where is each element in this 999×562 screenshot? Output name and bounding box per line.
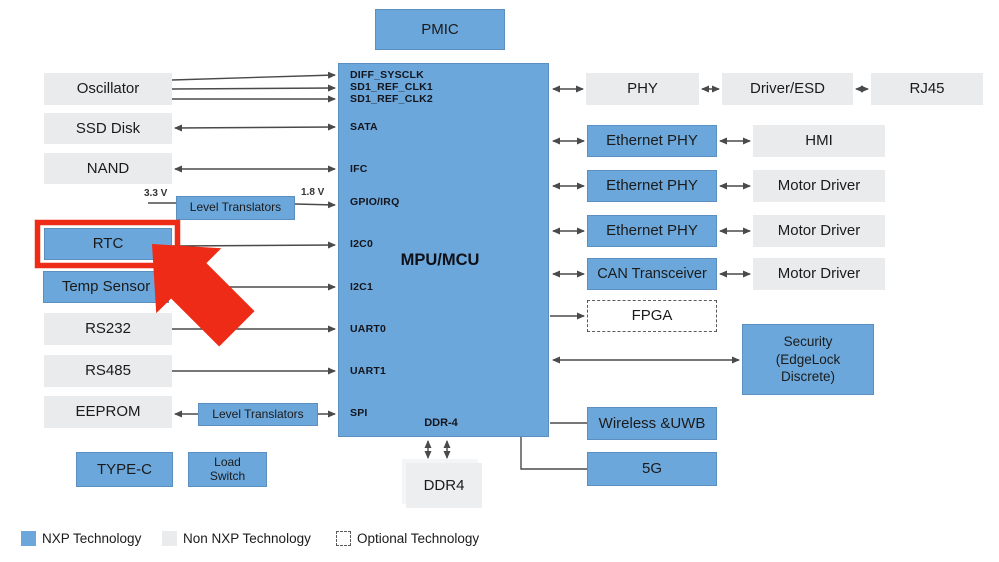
connector-oscillator-sd1-ref-clk1 xyxy=(171,84,336,92)
block-ethernet-phy-3: Ethernet PHY xyxy=(587,215,717,247)
block-rj45: RJ45 xyxy=(871,73,983,105)
mpu-pin-uart0: UART0 xyxy=(350,323,387,335)
block-type-c: TYPE-C xyxy=(76,452,173,487)
legend-label-non-nxp: Non NXP Technology xyxy=(183,531,311,546)
mpu-pin-diff-sysclk: DIFF_SYSCLK xyxy=(350,69,424,81)
block-motor-driver-1: Motor Driver xyxy=(753,170,885,202)
mpu-mcu-label: MPU/MCU xyxy=(400,251,480,269)
block-security: Security (EdgeLock Discrete) xyxy=(775,334,841,385)
block-temp-sensor: Temp Sensor xyxy=(43,271,169,303)
block-level-translators-top: Level Translators xyxy=(176,196,295,220)
connector-oscillator-diff-sysclk xyxy=(171,71,336,81)
block-wireless-uwb: Wireless &UWB xyxy=(587,407,717,440)
block-phy: PHY xyxy=(586,73,699,105)
mpu-pin-uart1: UART1 xyxy=(350,365,387,377)
block-rtc[interactable]: RTC xyxy=(44,228,172,260)
mpu-pin-gpio-irq: GPIO/IRQ xyxy=(350,196,400,208)
block-ddr4: DDR4 xyxy=(406,463,482,508)
mpu-pin-sd1-ref-clk1: SD1_REF_CLK1 xyxy=(350,81,433,93)
connectors-left xyxy=(148,71,336,418)
block-ethernet-phy-1: Ethernet PHY xyxy=(587,125,717,157)
block-pmic: PMIC xyxy=(375,9,505,50)
block-oscillator: Oscillator xyxy=(44,73,172,105)
block-rs485: RS485 xyxy=(44,355,172,387)
block-motor-driver-2: Motor Driver xyxy=(753,215,885,247)
mpu-pin-sata: SATA xyxy=(350,121,378,133)
connector-rtc-i2c0 xyxy=(171,241,336,249)
legend-label-nxp: NXP Technology xyxy=(42,531,142,546)
legend-swatch-non-nxp xyxy=(162,531,177,546)
voltage-label-1v8: 1.8 V xyxy=(301,187,325,198)
block-mpu-mcu xyxy=(338,63,549,437)
mpu-pin-i2c0: I2C0 xyxy=(350,238,373,250)
block-load-switch: Load Switch xyxy=(209,454,246,483)
block-fpga: FPGA xyxy=(587,300,717,332)
legend-label-optional: Optional Technology xyxy=(357,531,480,546)
block-hmi: HMI xyxy=(753,125,885,157)
connectors-ddr xyxy=(424,440,451,459)
legend: NXP Technology Non NXP Technology Option… xyxy=(0,529,999,549)
legend-swatch-nxp xyxy=(21,531,36,546)
connector-mpu-5g xyxy=(520,437,587,470)
mpu-pin-ifc: IFC xyxy=(350,163,368,175)
block-level-translators-bottom: Level Translators xyxy=(198,403,318,426)
mpu-pin-spi: SPI xyxy=(350,407,368,419)
mpu-pin-i2c1: I2C1 xyxy=(350,281,373,293)
block-can-transceiver: CAN Transceiver xyxy=(587,258,717,290)
block-5g: 5G xyxy=(587,452,717,486)
legend-swatch-optional xyxy=(336,531,351,546)
block-nand: NAND xyxy=(44,153,172,184)
block-motor-driver-3: Motor Driver xyxy=(753,258,885,290)
block-driver-esd: Driver/ESD xyxy=(722,73,853,105)
block-ethernet-phy-2: Ethernet PHY xyxy=(587,170,717,202)
block-ssd-disk: SSD Disk xyxy=(44,113,172,144)
voltage-label-3v3: 3.3 V xyxy=(144,188,168,199)
connector-level-translator-gpio xyxy=(294,201,336,209)
connector-ssd-sata xyxy=(174,123,336,132)
block-eeprom: EEPROM xyxy=(44,396,172,428)
block-rs232: RS232 xyxy=(44,313,172,345)
mpu-pin-ddr4: DDR-4 xyxy=(424,417,458,429)
mpu-pin-sd1-ref-clk2: SD1_REF_CLK2 xyxy=(350,93,433,105)
